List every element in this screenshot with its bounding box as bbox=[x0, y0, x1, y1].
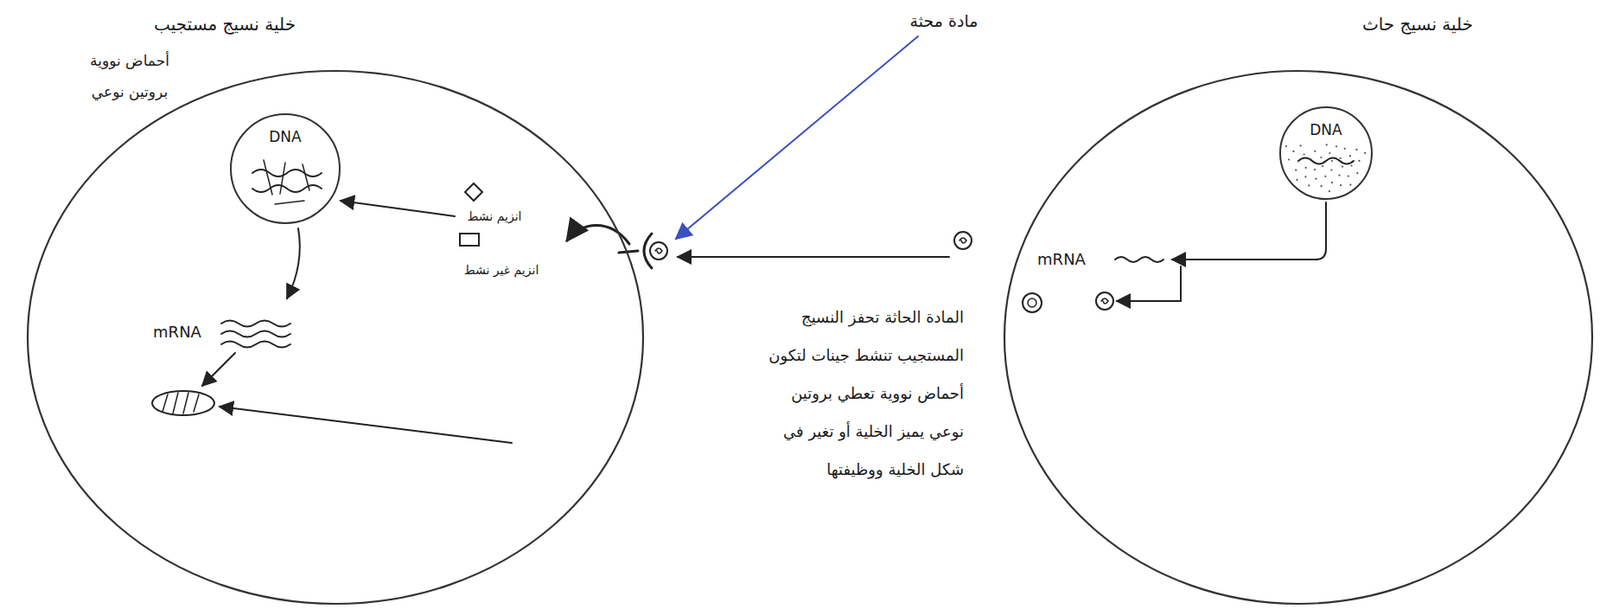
cell-heading: خلية نسيج مستجيب bbox=[153, 13, 296, 35]
chromatin-dot bbox=[1304, 175, 1307, 178]
chromatin-dot bbox=[1303, 152, 1306, 155]
mrna-strand bbox=[221, 331, 291, 338]
chromatin-dot bbox=[1331, 159, 1333, 162]
hormone-molecule bbox=[1096, 292, 1114, 310]
chromatin-dot bbox=[1331, 181, 1333, 184]
chromatin-dot bbox=[1324, 175, 1326, 178]
hormone-molecule bbox=[1101, 298, 1109, 304]
mrna-label: mRNA bbox=[1037, 249, 1086, 269]
enzyme-label: انزيم نشط bbox=[467, 209, 523, 224]
chromatin-dot bbox=[1339, 157, 1342, 160]
chromatin-dot bbox=[1295, 178, 1298, 181]
chromatin-dot bbox=[1321, 165, 1324, 167]
receptor bbox=[618, 250, 638, 253]
chromatin-dot bbox=[1285, 145, 1288, 147]
arrow bbox=[219, 406, 512, 443]
chromatin-dot bbox=[1344, 147, 1346, 150]
active-enzyme bbox=[465, 183, 483, 201]
dna-strand bbox=[252, 184, 322, 192]
hormone-molecule bbox=[1027, 298, 1037, 307]
part-label: بروتين نوعي bbox=[91, 82, 168, 101]
chromatin-dot bbox=[1313, 168, 1316, 171]
hormone-molecule bbox=[954, 231, 972, 249]
part-label: أحماض نووية bbox=[89, 51, 170, 70]
chromatin-dot bbox=[1356, 172, 1358, 174]
hormone-molecule bbox=[1022, 293, 1042, 313]
chromatin-dot bbox=[1355, 148, 1358, 151]
arrow bbox=[340, 200, 455, 217]
chromatin-dot bbox=[1349, 154, 1352, 157]
chromatin-dot bbox=[1297, 159, 1300, 162]
dna-strand bbox=[1298, 158, 1354, 165]
leader-line bbox=[675, 36, 918, 239]
chromatin-dot bbox=[1339, 184, 1342, 186]
arrow bbox=[677, 255, 950, 258]
dna-mark bbox=[263, 159, 310, 204]
chromatin-dot bbox=[1300, 144, 1302, 147]
chromatin-dot bbox=[1307, 184, 1310, 186]
inducing-cell: خلية نسيج حاث DNA bbox=[1002, 6, 1594, 606]
chromatin-dot bbox=[1325, 143, 1328, 146]
chromatin-dot bbox=[1310, 158, 1313, 160]
chromatin-dot bbox=[1320, 184, 1323, 187]
chromatin-dot bbox=[1330, 169, 1333, 172]
nucleus-label: DNA bbox=[1309, 121, 1342, 139]
mrna-label: mRNA bbox=[152, 322, 202, 342]
mrna-strand bbox=[221, 341, 291, 348]
chromatin-dot bbox=[1347, 175, 1350, 178]
inducer-label: مادة محثة bbox=[910, 11, 979, 32]
inactive-enzyme bbox=[459, 233, 479, 246]
cell-membrane bbox=[27, 70, 644, 604]
cell-membrane bbox=[1004, 70, 1593, 604]
arrow bbox=[202, 352, 236, 386]
chromatin-dot bbox=[1335, 145, 1338, 147]
organelle bbox=[162, 392, 199, 414]
mrna-strand bbox=[221, 320, 291, 327]
chromatin-dot bbox=[1351, 164, 1353, 166]
chromatin-dot bbox=[1341, 165, 1344, 168]
nucleus-label: DNA bbox=[268, 127, 301, 146]
hormone-molecule bbox=[655, 248, 663, 254]
note-text: المادة الحاثة تحفز النسيج المستجيب تنشط … bbox=[752, 298, 964, 489]
outline bbox=[1278, 105, 1374, 201]
mrna-strand bbox=[1115, 256, 1164, 262]
nucleus: DNA bbox=[1278, 105, 1374, 201]
chromatin-dot bbox=[1338, 174, 1340, 177]
chromatin-dot bbox=[1313, 150, 1316, 153]
hormone-molecule bbox=[959, 237, 967, 243]
chromatin-dot bbox=[1314, 178, 1317, 180]
chromatin-dot bbox=[1287, 158, 1290, 160]
nuclear-membrane bbox=[230, 114, 340, 224]
arrow bbox=[286, 228, 300, 299]
organelle bbox=[152, 390, 215, 415]
arrow bbox=[1172, 202, 1326, 260]
chromatin-dot bbox=[1328, 152, 1331, 154]
chromatin-dot bbox=[1328, 190, 1331, 192]
arrow bbox=[1116, 266, 1181, 301]
nucleus: DNA bbox=[229, 112, 342, 225]
chromatin-dot bbox=[1364, 152, 1366, 154]
chromatin-dot bbox=[1294, 169, 1297, 172]
dna-strand bbox=[252, 169, 322, 177]
cell-heading: خلية نسيج حاث bbox=[1362, 13, 1473, 35]
enzyme-label: انزيم غير نشط bbox=[464, 262, 540, 278]
nuclear-membrane bbox=[1280, 107, 1372, 199]
chromatin-dot bbox=[1357, 159, 1360, 162]
chromatin-dot bbox=[1319, 156, 1322, 159]
chromatin-dot bbox=[1305, 166, 1307, 169]
hormone-molecule bbox=[650, 242, 668, 260]
chromatin-dot bbox=[1349, 184, 1352, 186]
activation-arrow bbox=[567, 225, 630, 245]
outline bbox=[1002, 6, 1594, 606]
chromatin-dot bbox=[1292, 150, 1295, 153]
